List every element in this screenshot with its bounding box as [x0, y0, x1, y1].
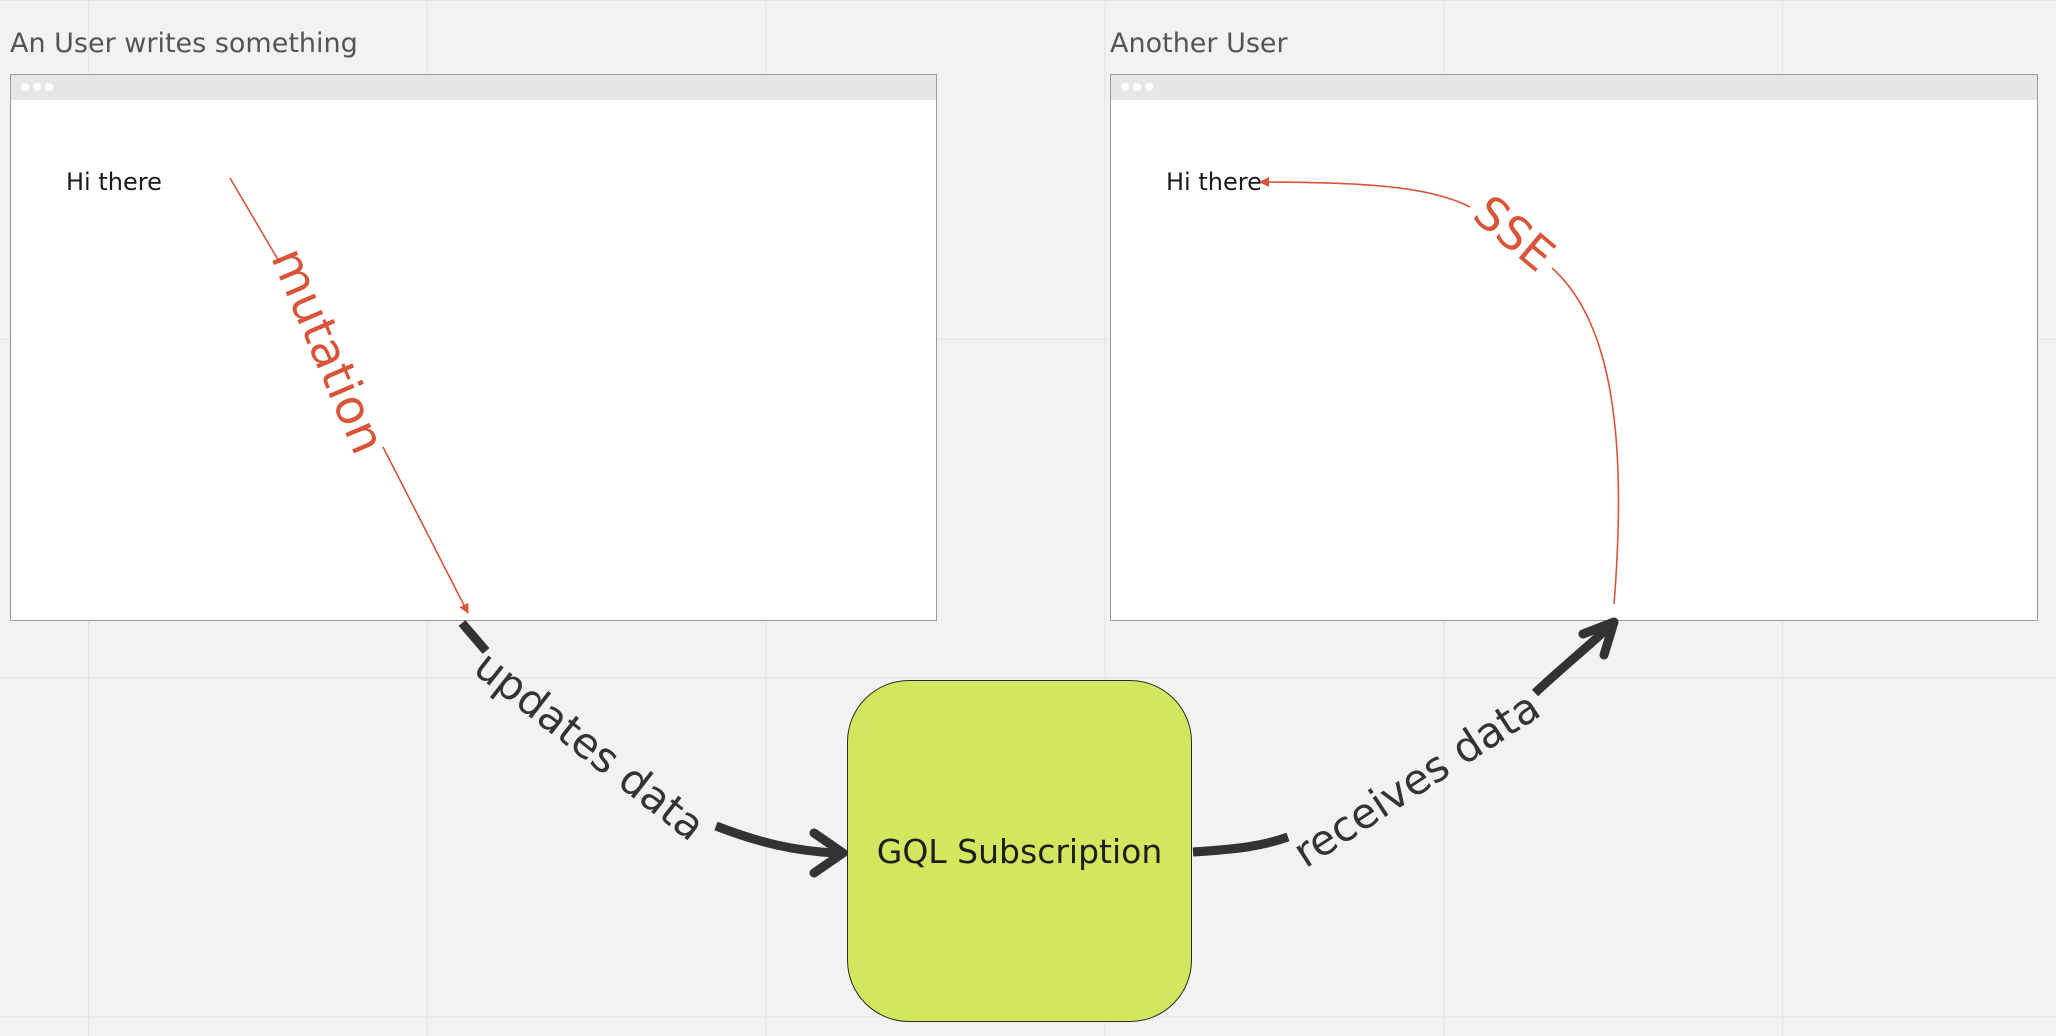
sse-curve-lower	[1551, 267, 1620, 605]
receives-curve	[1531, 620, 1616, 697]
mutation-line-upper	[229, 177, 281, 264]
window-title-bar	[1111, 75, 2037, 100]
receives-label: receives data	[1284, 682, 1548, 877]
updates-stub	[458, 620, 490, 654]
mutation-line-lower	[382, 446, 469, 614]
window-dot	[21, 83, 29, 91]
right-browser-window[interactable]: Hi there	[1110, 74, 2038, 621]
left-browser-window[interactable]: Hi there	[10, 74, 937, 621]
left-frame-title: An User writes something	[10, 28, 358, 59]
window-controls	[21, 83, 53, 91]
window-dot	[45, 83, 53, 91]
receives-stub	[1192, 832, 1290, 857]
window-dot	[33, 83, 41, 91]
sse-arrow: SSE	[1259, 177, 1620, 605]
window-controls	[1121, 83, 1153, 91]
updates-label: updates data	[465, 641, 714, 851]
receives-data-arrow: receives data	[1192, 617, 1619, 877]
window-dot	[1145, 83, 1153, 91]
receives-arrowhead	[1578, 617, 1619, 660]
updates-arrowhead	[809, 828, 848, 878]
window-dot	[1121, 83, 1129, 91]
updates-data-arrow: updates data	[458, 620, 848, 878]
right-window-message: Hi there	[1166, 168, 1262, 196]
gql-subscription-label: GQL Subscription	[876, 831, 1163, 871]
mutation-arrow: mutation	[229, 177, 469, 614]
sse-curve-upper	[1259, 177, 1471, 208]
window-dot	[1133, 83, 1141, 91]
updates-curve	[714, 821, 837, 858]
window-title-bar	[11, 75, 936, 100]
left-window-message: Hi there	[66, 168, 162, 196]
mutation-label: mutation	[260, 240, 396, 462]
right-frame-title: Another User	[1110, 28, 1288, 59]
sse-label: SSE	[1463, 185, 1565, 283]
gql-subscription-node[interactable]: GQL Subscription	[847, 680, 1192, 1022]
